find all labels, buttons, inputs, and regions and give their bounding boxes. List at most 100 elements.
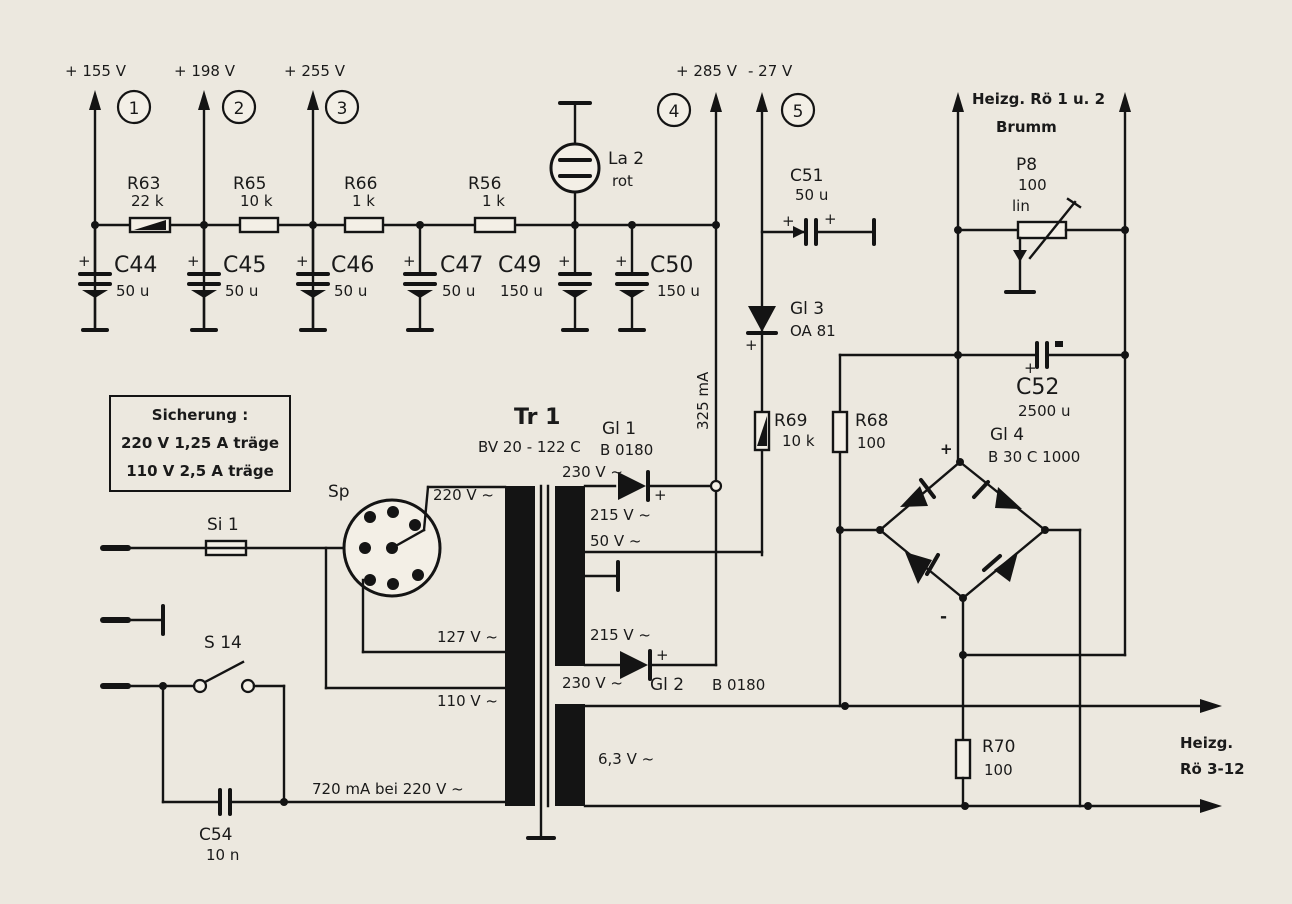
svg-text:Gl 1: Gl 1 — [602, 419, 636, 439]
svg-text:+: + — [654, 486, 667, 504]
svg-text:+: + — [1024, 359, 1037, 377]
svg-text:R65: R65 — [233, 174, 266, 194]
svg-text:215 V ~: 215 V ~ — [590, 506, 651, 524]
capacitor-c44: + C44 50 u — [78, 223, 157, 332]
svg-text:22 k: 22 k — [131, 192, 164, 210]
rail-4: + 285 V 4 325 mA — [656, 62, 738, 667]
svg-text:S 14: S 14 — [204, 633, 242, 653]
svg-text:150 u: 150 u — [500, 282, 543, 300]
rail-4-number: 4 — [669, 102, 680, 122]
diode-gl2: + Gl 2 B 0180 — [620, 646, 765, 695]
resistor-r63: R63 22 k — [127, 174, 172, 234]
svg-text:+: + — [615, 252, 628, 270]
svg-text:La 2: La 2 — [608, 149, 644, 169]
svg-text:10 n: 10 n — [206, 846, 239, 864]
svg-text:+: + — [656, 646, 669, 664]
svg-text:C51: C51 — [790, 166, 824, 186]
fuse-info-box: Sicherung : 220 V 1,25 A träge 110 V 2,5… — [109, 395, 291, 492]
svg-text:+: + — [824, 210, 837, 228]
svg-text:C49: C49 — [498, 253, 541, 278]
mains-terminals — [100, 545, 165, 689]
resistor-r66: R66 1 k — [343, 174, 385, 234]
svg-text:1 k: 1 k — [352, 192, 375, 210]
svg-text:C45: C45 — [223, 253, 266, 278]
svg-text:50 u: 50 u — [225, 282, 258, 300]
svg-text:110 V 2,5 A träge: 110 V 2,5 A träge — [126, 462, 274, 480]
svg-text:C50: C50 — [650, 253, 693, 278]
rail-1-number: 1 — [129, 99, 140, 119]
bridge-rectifier-gl4: + - Gl 4 B 30 C 1000 — [838, 425, 1127, 808]
svg-text:B 0180: B 0180 — [600, 441, 653, 459]
rail-2: + 198 V 2 — [174, 62, 257, 332]
svg-text:R69: R69 — [774, 411, 807, 431]
svg-text:+: + — [187, 252, 200, 270]
svg-text:100: 100 — [984, 761, 1013, 779]
heater-arrow-bottom — [1200, 799, 1222, 813]
lamp-la2: La 2 rot — [549, 101, 644, 227]
svg-text:Heizg. Rö 1 u. 2: Heizg. Rö 1 u. 2 — [972, 90, 1105, 108]
rail-5-voltage: - 27 V — [748, 62, 793, 80]
svg-text:B 30 C 1000: B 30 C 1000 — [988, 448, 1080, 466]
rail-3-voltage: + 255 V — [284, 62, 346, 80]
svg-text:220 V 1,25 A träge: 220 V 1,25 A träge — [121, 434, 279, 452]
svg-text:Sicherung :: Sicherung : — [152, 406, 248, 424]
capacitor-c49: + C49 150 u — [498, 223, 592, 332]
svg-text:-: - — [940, 607, 947, 627]
svg-text:+: + — [745, 336, 758, 354]
svg-text:110 V ~: 110 V ~ — [437, 692, 498, 710]
svg-text:+: + — [558, 252, 571, 270]
svg-text:C54: C54 — [199, 825, 233, 845]
svg-text:10 k: 10 k — [782, 432, 815, 450]
resistor-r70: R70 100 — [954, 737, 1015, 808]
svg-text:R68: R68 — [855, 411, 888, 431]
svg-text:127 V ~: 127 V ~ — [437, 628, 498, 646]
svg-text:C47: C47 — [440, 253, 483, 278]
capacitor-c47: + C47 50 u — [403, 223, 483, 332]
svg-text:50 u: 50 u — [442, 282, 475, 300]
svg-text:R66: R66 — [344, 174, 377, 194]
svg-text:1 k: 1 k — [482, 192, 505, 210]
svg-text:100: 100 — [1018, 176, 1047, 194]
diode-gl3: + Gl 3 OA 81 — [745, 299, 836, 354]
potentiometer-p8: P8 100 lin — [956, 155, 1127, 294]
capacitor-c54: C54 10 n — [161, 684, 507, 864]
svg-text:+: + — [403, 252, 416, 270]
svg-text:+: + — [78, 252, 91, 270]
svg-text:Brumm: Brumm — [996, 118, 1057, 136]
svg-text:2500 u: 2500 u — [1018, 402, 1070, 420]
svg-text:R70: R70 — [982, 737, 1015, 757]
switch-s14: S 14 — [126, 633, 286, 804]
svg-text:C44: C44 — [114, 253, 157, 278]
svg-text:230 V ~: 230 V ~ — [562, 463, 623, 481]
svg-text:R63: R63 — [127, 174, 160, 194]
heater-top-rails: Heizg. Rö 1 u. 2 Brumm — [952, 90, 1131, 657]
svg-text:Gl 2: Gl 2 — [650, 675, 684, 695]
svg-text:Si 1: Si 1 — [207, 515, 239, 535]
rail-3: + 255 V 3 — [284, 62, 360, 332]
svg-text:Tr 1: Tr 1 — [514, 405, 560, 430]
heater-bottom-label-1: Heizg. — [1180, 734, 1233, 752]
capacitor-c51: + + C51 50 u — [760, 166, 876, 246]
rail-5-number: 5 — [793, 102, 804, 122]
svg-text:B 0180: B 0180 — [712, 676, 765, 694]
heater-bottom-label-2: Rö 3-12 — [1180, 760, 1245, 778]
svg-text:6,3 V ~: 6,3 V ~ — [598, 750, 654, 768]
rail4-junction — [709, 479, 723, 493]
svg-text:50 u: 50 u — [795, 186, 828, 204]
svg-text:Gl 4: Gl 4 — [990, 425, 1024, 445]
svg-text:P8: P8 — [1016, 155, 1037, 175]
capacitor-c45: + C45 50 u — [187, 223, 266, 332]
svg-text:rot: rot — [612, 172, 633, 190]
svg-text:+: + — [782, 212, 795, 230]
resistor-r65: R65 10 k — [233, 174, 280, 234]
svg-text:BV 20 - 122 C: BV 20 - 122 C — [478, 438, 581, 456]
rail-1-voltage: + 155 V — [65, 62, 127, 80]
svg-text:100: 100 — [857, 434, 886, 452]
svg-text:C52: C52 — [1016, 375, 1059, 400]
svg-text:+: + — [940, 440, 953, 458]
capacitor-c52: + C52 2500 u — [838, 341, 1127, 420]
rail-4-voltage: + 285 V — [676, 62, 738, 80]
resistor-r56: R56 1 k — [468, 174, 517, 234]
